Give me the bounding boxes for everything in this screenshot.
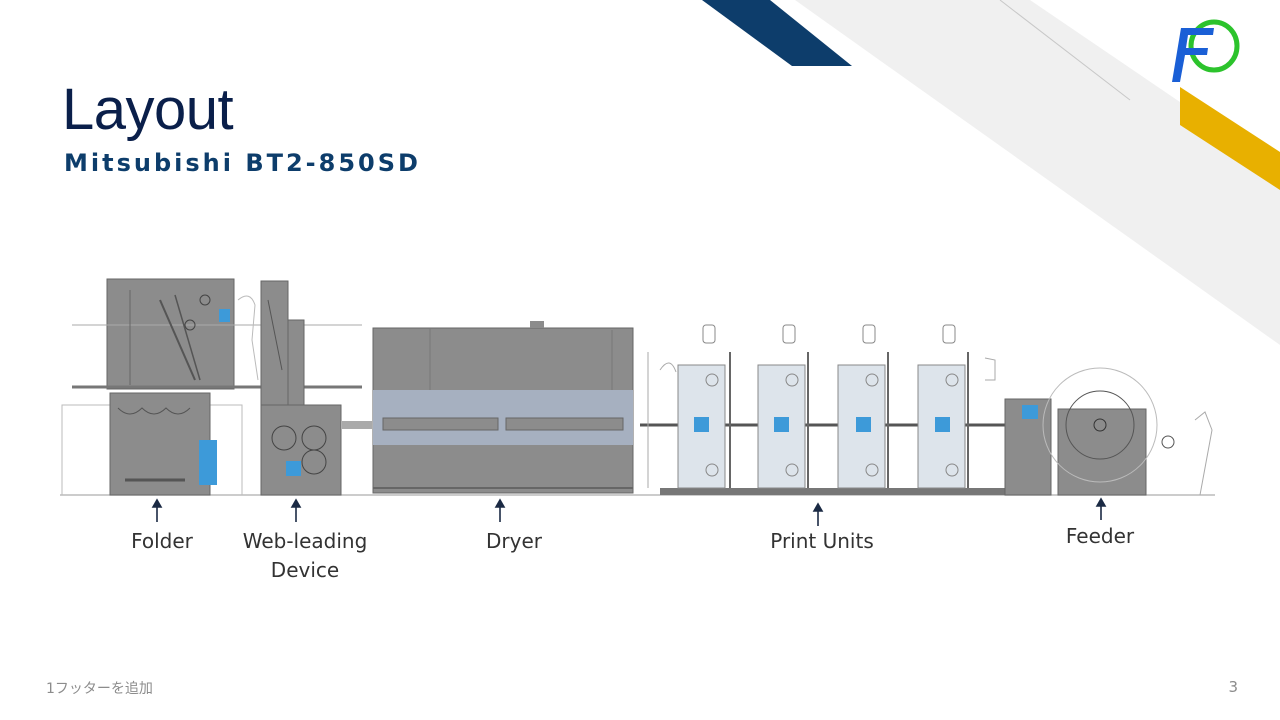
label-dryer-text: Dryer [486, 529, 542, 553]
label-dryer: Dryer [464, 527, 564, 556]
navy-stripe [702, 0, 852, 66]
arrow-web-leading [290, 498, 302, 522]
arrow-feeder [1095, 497, 1107, 520]
company-logo [1172, 19, 1240, 82]
arrow-dryer [494, 498, 506, 522]
label-print-units-text: Print Units [770, 529, 874, 553]
page-number: 3 [1228, 678, 1238, 696]
label-web-leading-device: Web-leading Device [230, 527, 380, 585]
gold-stripe [1180, 87, 1280, 190]
print-unit-4 [917, 324, 969, 489]
web-leading-unit [260, 280, 372, 496]
print-unit-1 [677, 324, 731, 489]
label-feeder-text: Feeder [1065, 524, 1135, 548]
folder-unit [61, 278, 362, 496]
label-feeder: Feeder [1050, 522, 1150, 551]
arrows [151, 497, 1107, 526]
print-unit-2 [757, 324, 809, 489]
label-web-leading-line2: Device [270, 558, 340, 582]
slide-footer: 1フッターを追加 [46, 681, 153, 697]
label-print-units: Print Units [752, 527, 892, 556]
dryer-unit [372, 321, 634, 494]
label-folder: Folder [112, 527, 212, 556]
thin-stripe-line [999, 0, 1131, 101]
slide-title: Layout [62, 77, 234, 142]
label-web-leading-line1: Web-leading [242, 529, 368, 553]
print-unit-3 [837, 324, 889, 489]
light-gray-stripe [795, 0, 1280, 345]
feeder-unit [1004, 367, 1213, 496]
slide-subtitle: Mitsubishi BT2-850SD [64, 149, 421, 177]
label-folder-text: Folder [131, 529, 193, 553]
arrow-print-units [812, 502, 824, 526]
print-units [640, 324, 1005, 495]
arrow-folder [151, 498, 163, 522]
